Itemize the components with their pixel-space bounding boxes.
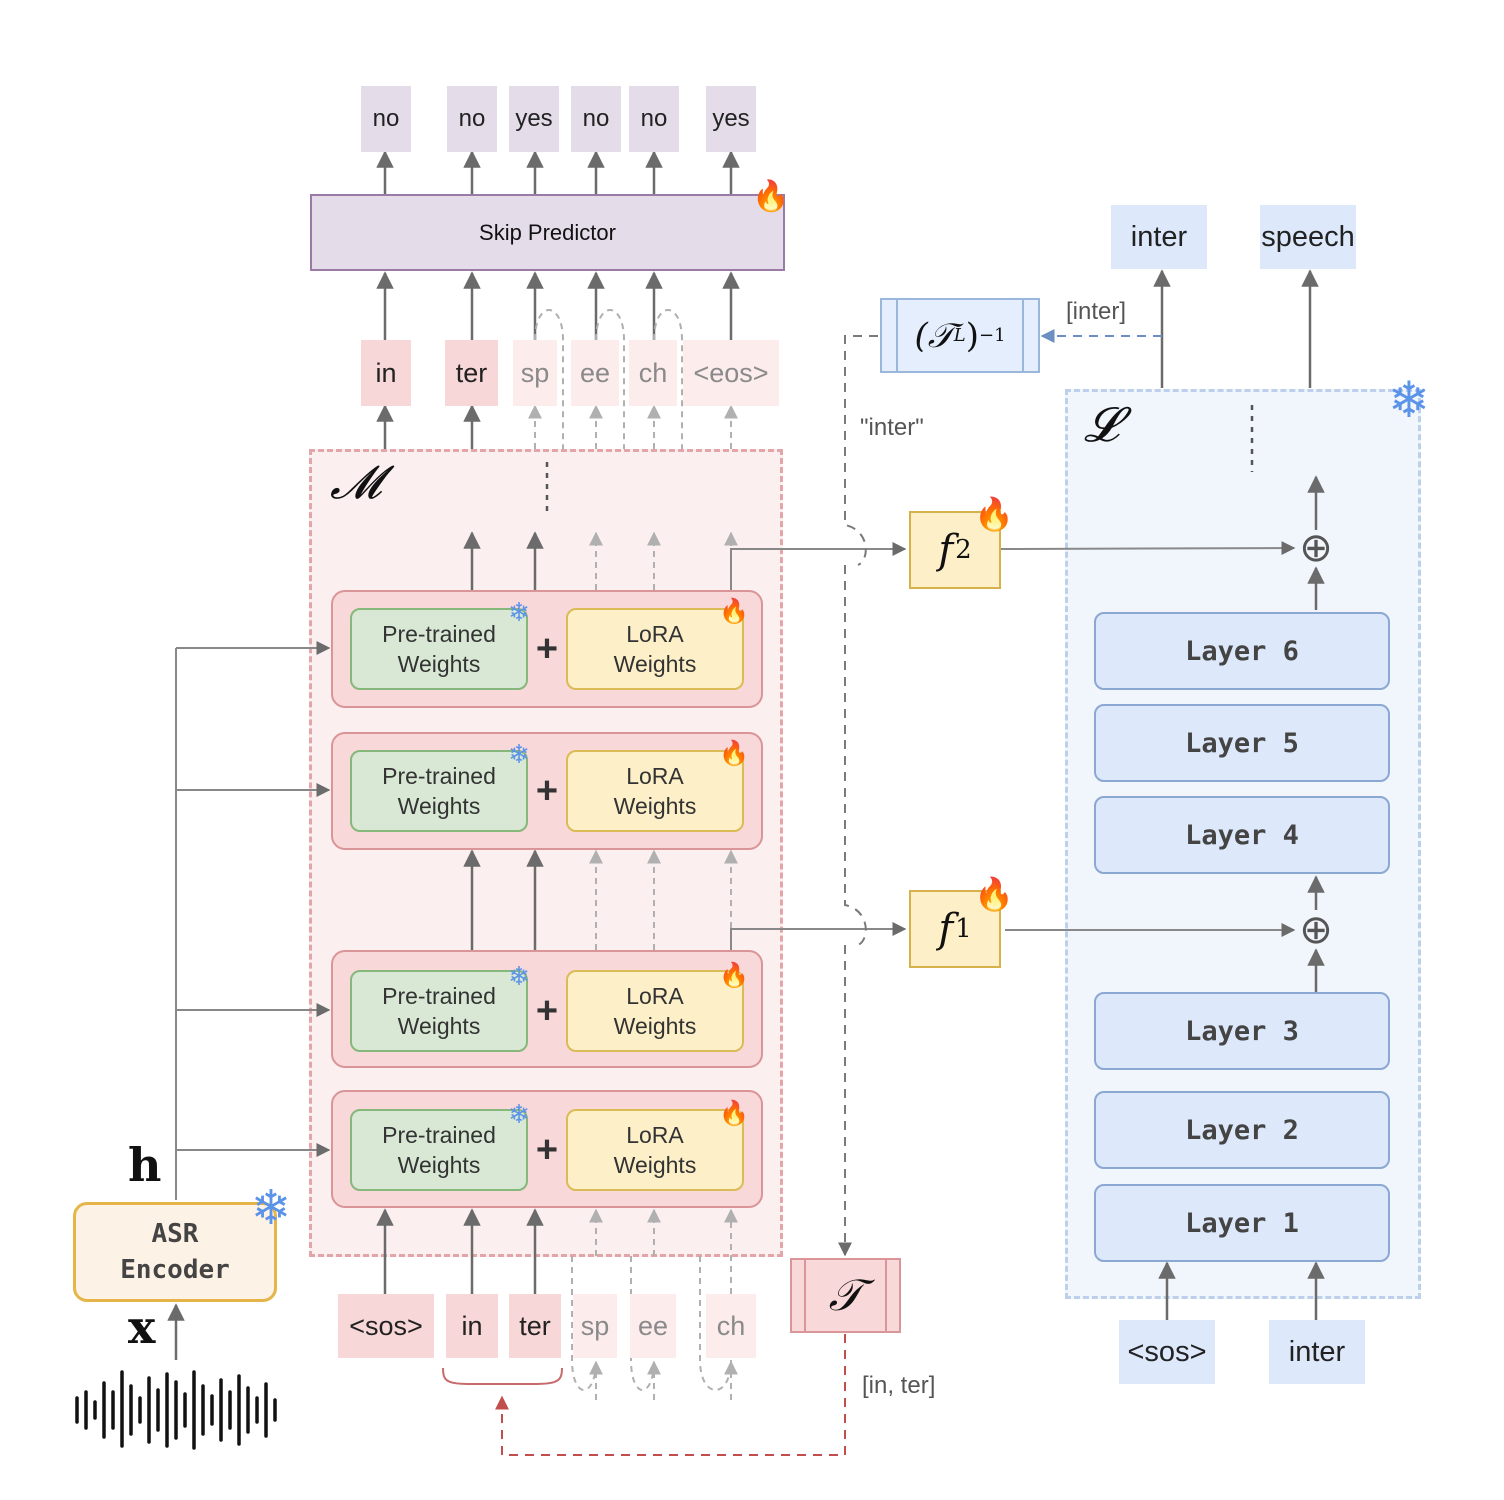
- frozen-snowflake-icon: ❄: [508, 597, 530, 627]
- mid-token-ter: ter: [445, 340, 498, 406]
- h-label: h: [128, 1138, 162, 1192]
- mid-token-ch: ch: [629, 340, 677, 406]
- x-label: x: [128, 1300, 156, 1354]
- skip-output-3: yes: [509, 86, 559, 152]
- pretrained-weights-1: Pre-trained Weights: [350, 1109, 528, 1191]
- llm-layer-3: Layer 3: [1094, 992, 1390, 1070]
- mid-token-in: in: [361, 340, 411, 406]
- trainable-fire-icon: 🔥: [719, 1100, 749, 1127]
- trainable-fire-icon: 🔥: [752, 180, 790, 213]
- asr-encoder: ASR Encoder: [73, 1202, 277, 1302]
- input-token-ch: ch: [706, 1294, 756, 1358]
- llm-layer-1: Layer 1: [1094, 1184, 1390, 1262]
- frozen-snowflake-icon: ❄: [508, 1099, 530, 1129]
- region-m-symbol: 𝓜: [330, 455, 382, 509]
- skip-output-4: no: [571, 86, 621, 152]
- mid-token-eos: <eos>: [683, 340, 779, 406]
- skip-predictor: Skip Predictor: [310, 194, 785, 271]
- plus-sign-2: +: [535, 989, 559, 1032]
- inter-bracket-label: [inter]: [1066, 298, 1127, 325]
- inv-tokenizer-divider-right: [1022, 300, 1024, 371]
- tokenizer-box: 𝒯: [790, 1258, 901, 1333]
- trainable-fire-icon: 🔥: [719, 962, 749, 989]
- trainable-fire-icon: 🔥: [719, 740, 749, 767]
- skip-output-5: no: [629, 86, 679, 152]
- inv-sup-l: L: [953, 325, 966, 346]
- trainable-fire-icon: 🔥: [974, 496, 1014, 532]
- oplus-1-icon: ⊕: [1299, 908, 1333, 952]
- llm-output-speech: speech: [1260, 205, 1356, 269]
- input-token-ter: ter: [509, 1294, 561, 1358]
- f2-main: f: [938, 527, 954, 573]
- f2-sub: 2: [955, 535, 972, 565]
- llm-layer-6: Layer 6: [1094, 612, 1390, 690]
- skip-output-2: no: [447, 86, 497, 152]
- mid-token-ee: ee: [571, 340, 619, 406]
- skip-output-1: no: [361, 86, 411, 152]
- inv-sup-neg1: −1: [978, 325, 1006, 346]
- lora-weights-1: LoRA Weights: [566, 1109, 744, 1191]
- input-token-ee: ee: [630, 1294, 676, 1358]
- llm-layer-5: Layer 5: [1094, 704, 1390, 782]
- trainable-fire-icon: 🔥: [974, 876, 1014, 912]
- inter-quoted-label: "inter": [860, 414, 924, 441]
- plus-sign-1: +: [535, 1128, 559, 1171]
- frozen-snowflake-icon: ❄: [1388, 372, 1430, 428]
- plus-sign-3: +: [535, 769, 559, 812]
- mid-token-sp: sp: [513, 340, 557, 406]
- llm-input-inter: inter: [1269, 1320, 1365, 1384]
- trainable-fire-icon: 🔥: [719, 598, 749, 625]
- f1-main: f: [938, 906, 954, 952]
- inv-open: (𝒯: [914, 315, 954, 356]
- in-ter-bracket-label: [in, ter]: [862, 1372, 936, 1399]
- pretrained-weights-4: Pre-trained Weights: [350, 608, 528, 690]
- tokenizer-symbol: 𝒯: [828, 1270, 863, 1321]
- llm-layer-4: Layer 4: [1094, 796, 1390, 874]
- pretrained-weights-2: Pre-trained Weights: [350, 970, 528, 1052]
- input-token-in: in: [446, 1294, 498, 1358]
- skip-output-6: yes: [706, 86, 756, 152]
- inv-close: ): [965, 315, 979, 356]
- tokenizer-divider-left: [804, 1260, 806, 1331]
- frozen-snowflake-icon: ❄: [508, 961, 530, 991]
- plus-sign-4: +: [535, 627, 559, 670]
- inv-tokenizer-divider-left: [896, 300, 898, 371]
- waveform-icon: [75, 1370, 277, 1450]
- skip-predictor-label: Skip Predictor: [479, 219, 616, 245]
- lora-weights-4: LoRA Weights: [566, 608, 744, 690]
- lora-weights-3: LoRA Weights: [566, 750, 744, 832]
- llm-input-sos: <sos>: [1119, 1320, 1215, 1384]
- pretrained-weights-3: Pre-trained Weights: [350, 750, 528, 832]
- input-token-sp: sp: [573, 1294, 617, 1358]
- f1-sub: 1: [955, 914, 972, 944]
- llm-layer-2: Layer 2: [1094, 1091, 1390, 1169]
- lora-weights-2: LoRA Weights: [566, 970, 744, 1052]
- frozen-snowflake-icon: ❄: [508, 739, 530, 769]
- oplus-2-icon: ⊕: [1299, 526, 1333, 570]
- tokenizer-divider-right: [885, 1260, 887, 1331]
- input-token-sos: <sos>: [338, 1294, 434, 1358]
- frozen-snowflake-icon: ❄: [250, 1182, 292, 1235]
- llm-output-inter: inter: [1111, 205, 1207, 269]
- region-l-symbol: 𝓛: [1084, 397, 1119, 453]
